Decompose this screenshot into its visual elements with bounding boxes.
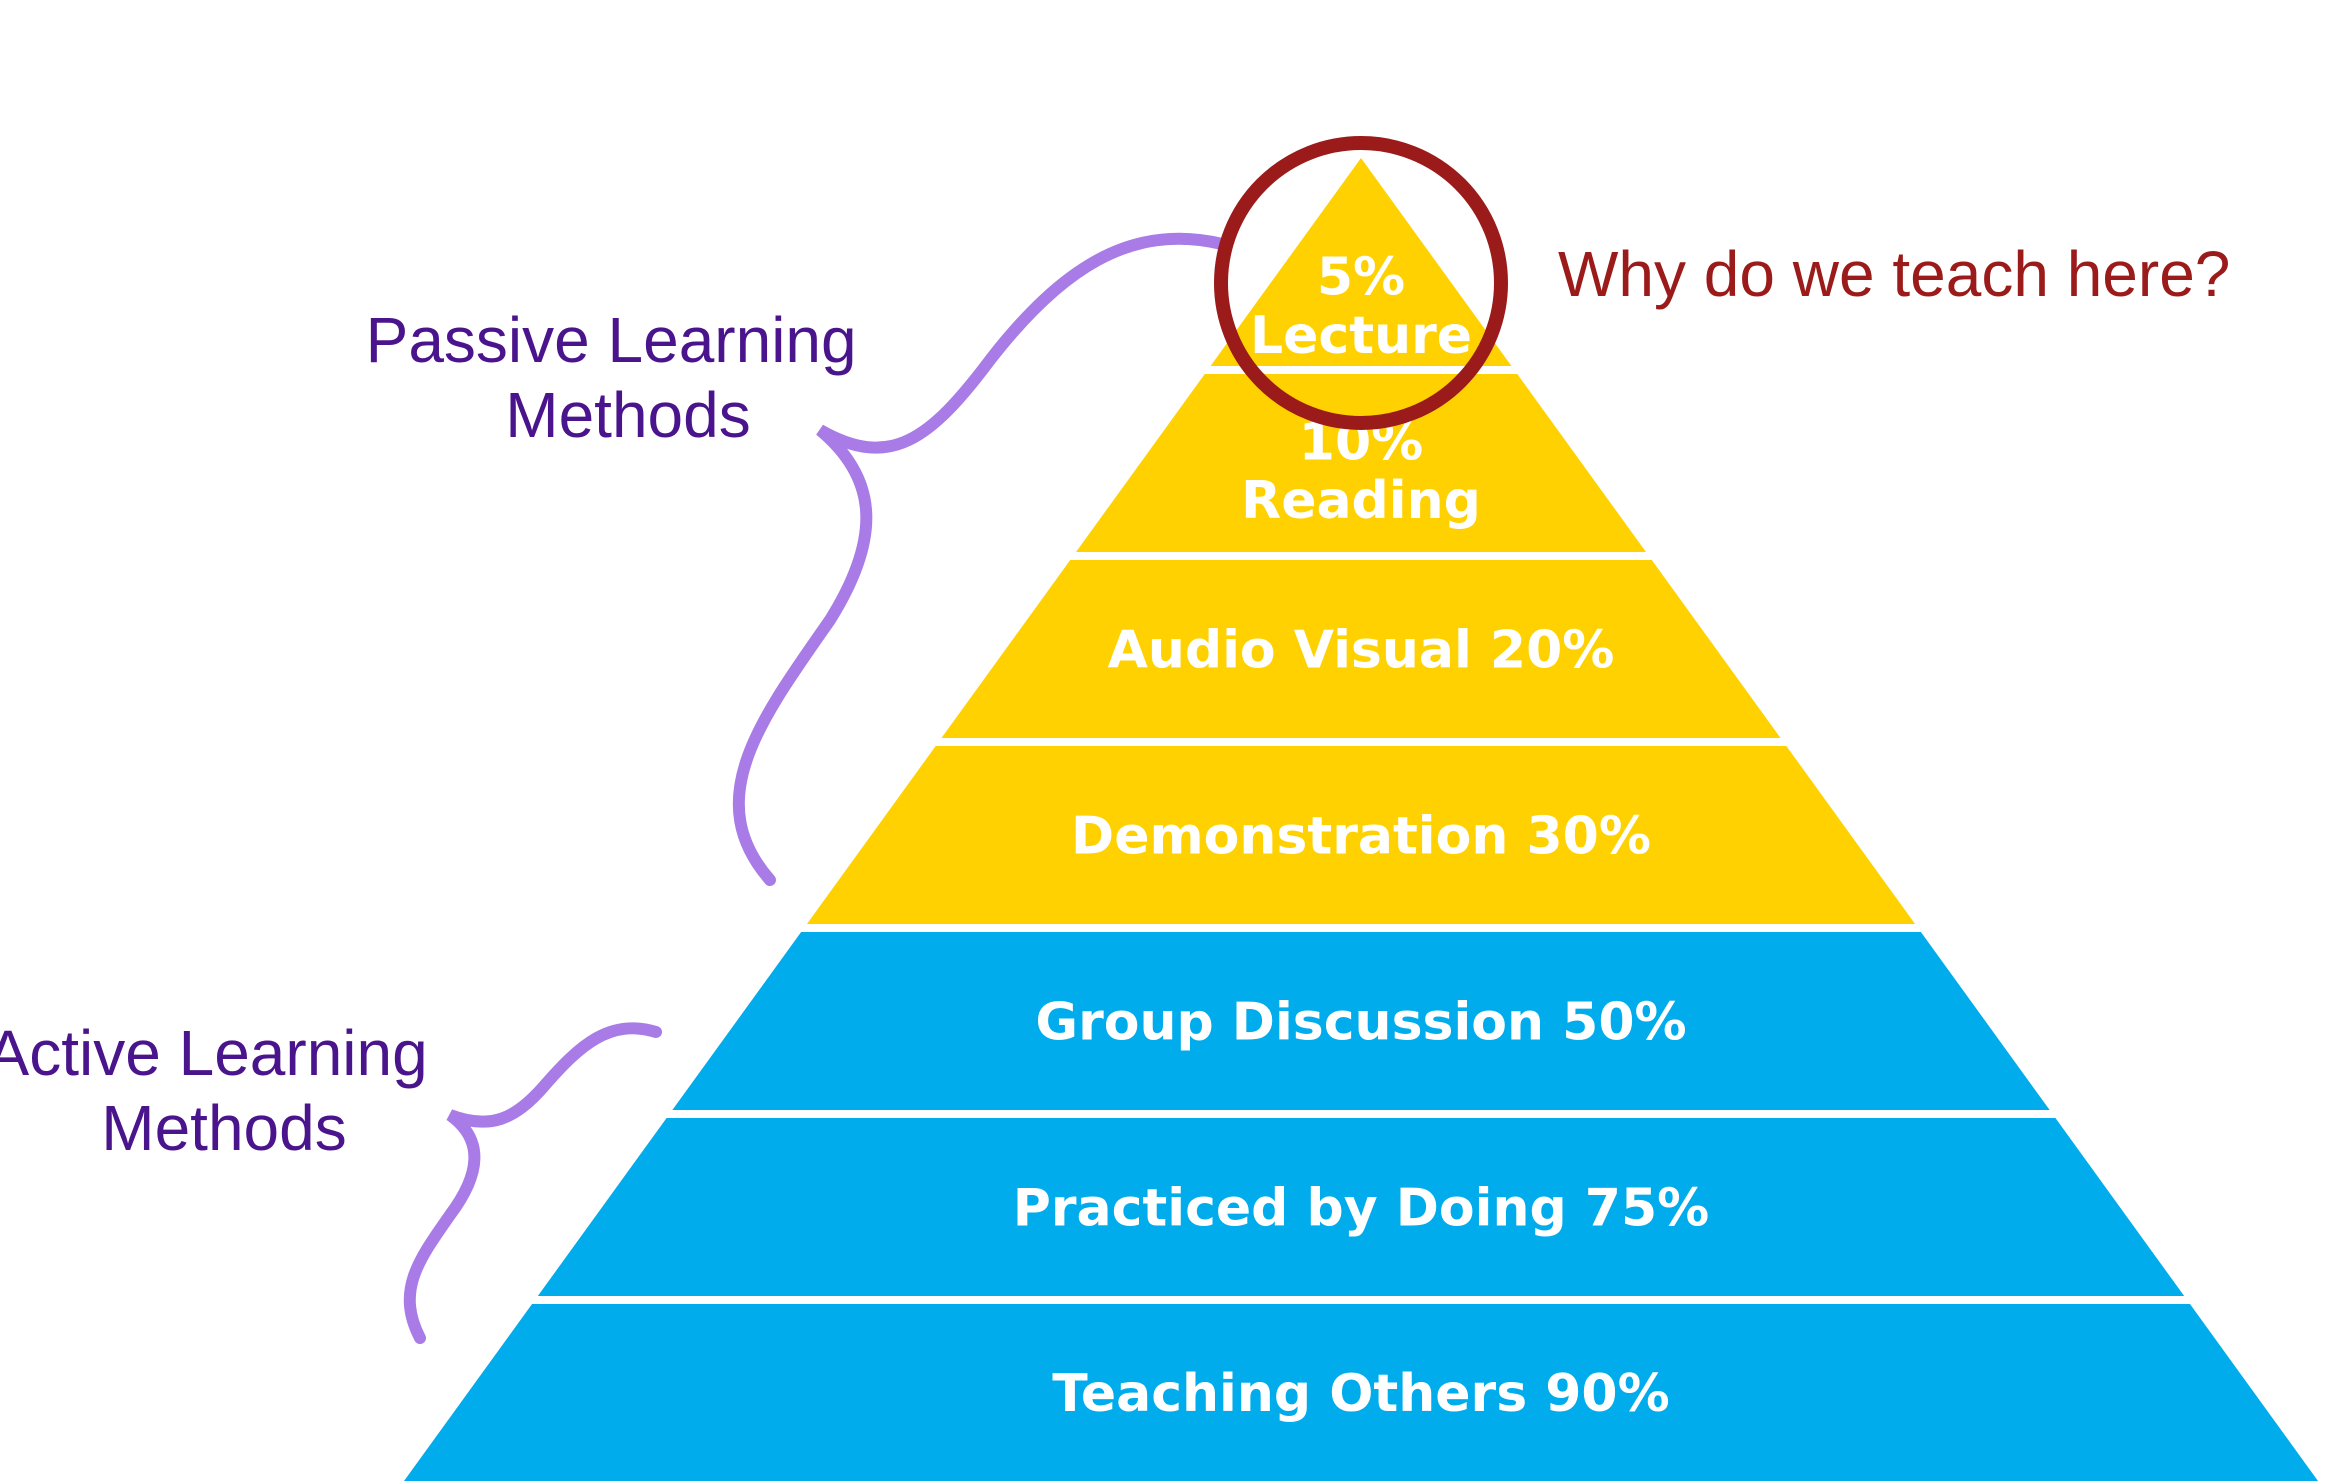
- active-methods-label: Active Learning Methods: [0, 1017, 445, 1164]
- pyramid-label-lecture-line-1: 5%: [1317, 248, 1405, 308]
- pyramid-label-reading-line-2: Reading: [1241, 471, 1481, 531]
- pyramid-layer-group-discussion: [672, 932, 2050, 1110]
- pyramid-label-audio-visual: Audio Visual 20%: [1108, 621, 1615, 681]
- active-label-line-1: Active Learning: [0, 1017, 428, 1089]
- question-text: Why do we teach here?: [1558, 238, 2230, 310]
- pyramid-layer-reading: [1075, 374, 1647, 552]
- pyramid-label-practiced-by-doing: Practiced by Doing 75%: [1013, 1179, 1710, 1239]
- pyramid-label-lecture: 5%Lecture: [1250, 248, 1472, 366]
- pyramid-label-demonstration: Demonstration 30%: [1071, 807, 1651, 867]
- active-methods-brace: [403, 1022, 662, 1344]
- pyramid-layer-demonstration: [806, 746, 1916, 924]
- passive-methods-label: Passive Learning Methods: [366, 304, 875, 451]
- pyramid-layer-practiced-by-doing: [537, 1118, 2185, 1296]
- pyramid-label-group-discussion-line-1: Group Discussion 50%: [1035, 993, 1686, 1053]
- pyramid-label-audio-visual-line-1: Audio Visual 20%: [1108, 621, 1615, 681]
- pyramid-layer-lecture: [1210, 158, 1512, 366]
- pyramid-label-group-discussion: Group Discussion 50%: [1035, 993, 1686, 1053]
- pyramid-label-lecture-line-2: Lecture: [1250, 306, 1472, 366]
- lecture-highlight-circle: [1214, 136, 1508, 430]
- passive-label-line-2: Methods: [505, 379, 750, 451]
- pyramid-label-demonstration-line-1: Demonstration 30%: [1071, 807, 1651, 867]
- passive-methods-brace: [732, 232, 1228, 886]
- active-label-line-2: Methods: [101, 1092, 346, 1164]
- pyramid-layer-teaching-others: [404, 1304, 2318, 1481]
- pyramid-label-teaching-others: Teaching Others 90%: [1052, 1364, 1669, 1424]
- pyramid-layers: [404, 158, 2318, 1481]
- passive-label-line-1: Passive Learning: [366, 304, 857, 376]
- pyramid-label-practiced-by-doing-line-1: Practiced by Doing 75%: [1013, 1179, 1710, 1239]
- pyramid-layer-audio-visual: [941, 560, 1781, 738]
- pyramid-label-teaching-others-line-1: Teaching Others 90%: [1052, 1364, 1669, 1424]
